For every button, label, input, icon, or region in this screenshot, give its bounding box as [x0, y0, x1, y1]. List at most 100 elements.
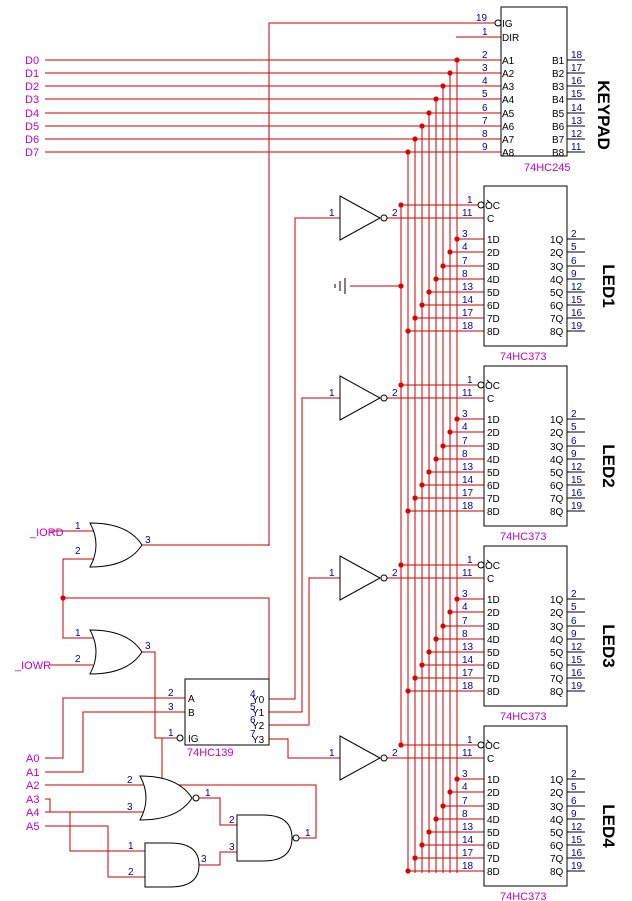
latch-d-pin: 18: [462, 321, 474, 332]
latch-q-pin: 9: [571, 809, 577, 820]
keypad-b-label: B3: [552, 82, 565, 93]
junction-dot: [405, 328, 411, 334]
y3-wire: [269, 738, 340, 759]
latch-pin-c: 11: [462, 568, 473, 579]
junction-dot: [433, 636, 439, 642]
latch-d-pin: 3: [462, 229, 468, 240]
or1-pin-b: 2: [75, 546, 81, 557]
junction-dot: [412, 855, 418, 861]
latch-q-label: 6Q: [550, 481, 564, 492]
latch-d-label: 8D: [487, 327, 500, 338]
junction-dot: [454, 596, 460, 602]
inverter-pin-in: 1: [329, 388, 335, 399]
latch-pin-oc: 1: [467, 375, 473, 386]
latch-q-label: 4Q: [550, 275, 564, 286]
latch-q-label: 1Q: [550, 235, 564, 246]
latch-q-pin: 5: [571, 602, 577, 613]
data-bus-label: D2: [25, 81, 39, 93]
latch-oc-bubble: [477, 201, 485, 209]
nand-bubble: [292, 834, 300, 842]
decoder-ig-bubble: [176, 734, 184, 742]
latch-d-label: 4D: [487, 455, 500, 466]
keypad-b-label: B2: [552, 69, 565, 80]
data-bus-label: D0: [25, 55, 39, 67]
latch-q-pin: 9: [571, 449, 577, 460]
latch-q-label: 4Q: [550, 635, 564, 646]
or1-pin-a: 1: [75, 521, 81, 532]
and-pin-b: 2: [128, 867, 134, 878]
junction-dot: [447, 70, 453, 76]
inverter-gate: [339, 195, 382, 241]
latch-d-pin: 4: [462, 602, 468, 613]
junction-dot: [433, 96, 439, 102]
keypad-b-label: B8: [552, 148, 565, 159]
latch-q-label: 4Q: [550, 815, 564, 826]
junction-dot: [419, 302, 425, 308]
keypad-a-label: A5: [502, 109, 515, 120]
latch-oc-bubble: [477, 381, 485, 389]
latch-d-label: 2D: [487, 608, 500, 619]
keypad-b-label: B4: [552, 95, 565, 106]
latch-q-label: 7Q: [550, 854, 564, 865]
latch-q-label: 6Q: [550, 841, 564, 852]
latch-q-pin: 5: [571, 782, 577, 793]
keypad-b-label: B1: [552, 56, 565, 67]
keypad-part-number: 74HC245: [524, 162, 570, 174]
latch-d-pin: 7: [462, 616, 468, 627]
latch-d-pin: 18: [462, 861, 474, 872]
latch-d-pin: 3: [462, 589, 468, 600]
latch-q-label: 2Q: [550, 248, 564, 259]
latch-q-pin: 16: [571, 488, 583, 499]
keypad-a-pin: 3: [482, 63, 488, 74]
junction-dot: [433, 816, 439, 822]
or2-pin-y: 3: [145, 641, 151, 652]
latch-d-pin: 13: [462, 462, 474, 473]
keypad-b-label: B5: [552, 109, 565, 120]
junction-dot: [412, 495, 418, 501]
junction-dot: [405, 688, 411, 694]
latch-q-label: 6Q: [550, 661, 564, 672]
latch-ref: LED2: [599, 444, 618, 487]
junction-dot: [440, 83, 446, 89]
junction-dot: [405, 868, 411, 874]
latch-d-label: 7D: [487, 314, 500, 325]
junction-dot: [454, 416, 460, 422]
keypad-a-pin: 5: [482, 89, 488, 100]
keypad-a-pin: 4: [482, 76, 488, 87]
data-bus-label: D3: [25, 94, 39, 106]
latch-d-pin: 14: [462, 295, 474, 306]
latch-d-label: 3D: [487, 622, 500, 633]
junction-dot: [412, 136, 418, 142]
and-pin-y: 3: [201, 854, 207, 865]
or2-pin-a: 1: [75, 628, 81, 639]
latch-d-label: 6D: [487, 301, 500, 312]
latch-q-pin: 2: [571, 769, 577, 780]
latch-q-label: 5Q: [550, 828, 564, 839]
decoder-output-label: Y3: [252, 735, 265, 746]
latch-q-pin: 15: [571, 655, 583, 666]
latch-q-label: 2Q: [550, 788, 564, 799]
decoder-input-label: IG: [188, 734, 199, 745]
latch-label-c: C: [487, 574, 494, 585]
junction-dot: [433, 456, 439, 462]
decoder-input-pin: 2: [168, 688, 174, 699]
latch-d-pin: 8: [462, 269, 468, 280]
latch-q-pin: 12: [571, 822, 583, 833]
inverter-pin-in: 1: [329, 208, 335, 219]
latch-d-label: 2D: [487, 788, 500, 799]
and-out-wire: [199, 851, 237, 866]
latch-q-label: 5Q: [550, 648, 564, 659]
decoder-output-label: Y0: [252, 695, 265, 706]
latch-q-label: 3Q: [550, 262, 564, 273]
keypad-enable-wire: [268, 22, 496, 546]
latch-q-pin: 16: [571, 848, 583, 859]
oc-bar: [486, 739, 491, 744]
latch-label-c: C: [487, 214, 494, 225]
junction-dot: [447, 249, 453, 255]
junction-dots: [60, 57, 460, 874]
keypad-b-pin: 17: [571, 63, 583, 74]
latch-d-pin: 7: [462, 436, 468, 447]
decoder-output-label: Y2: [252, 721, 265, 732]
latch-d-pin: 18: [462, 681, 474, 692]
junction-dot: [60, 595, 66, 601]
